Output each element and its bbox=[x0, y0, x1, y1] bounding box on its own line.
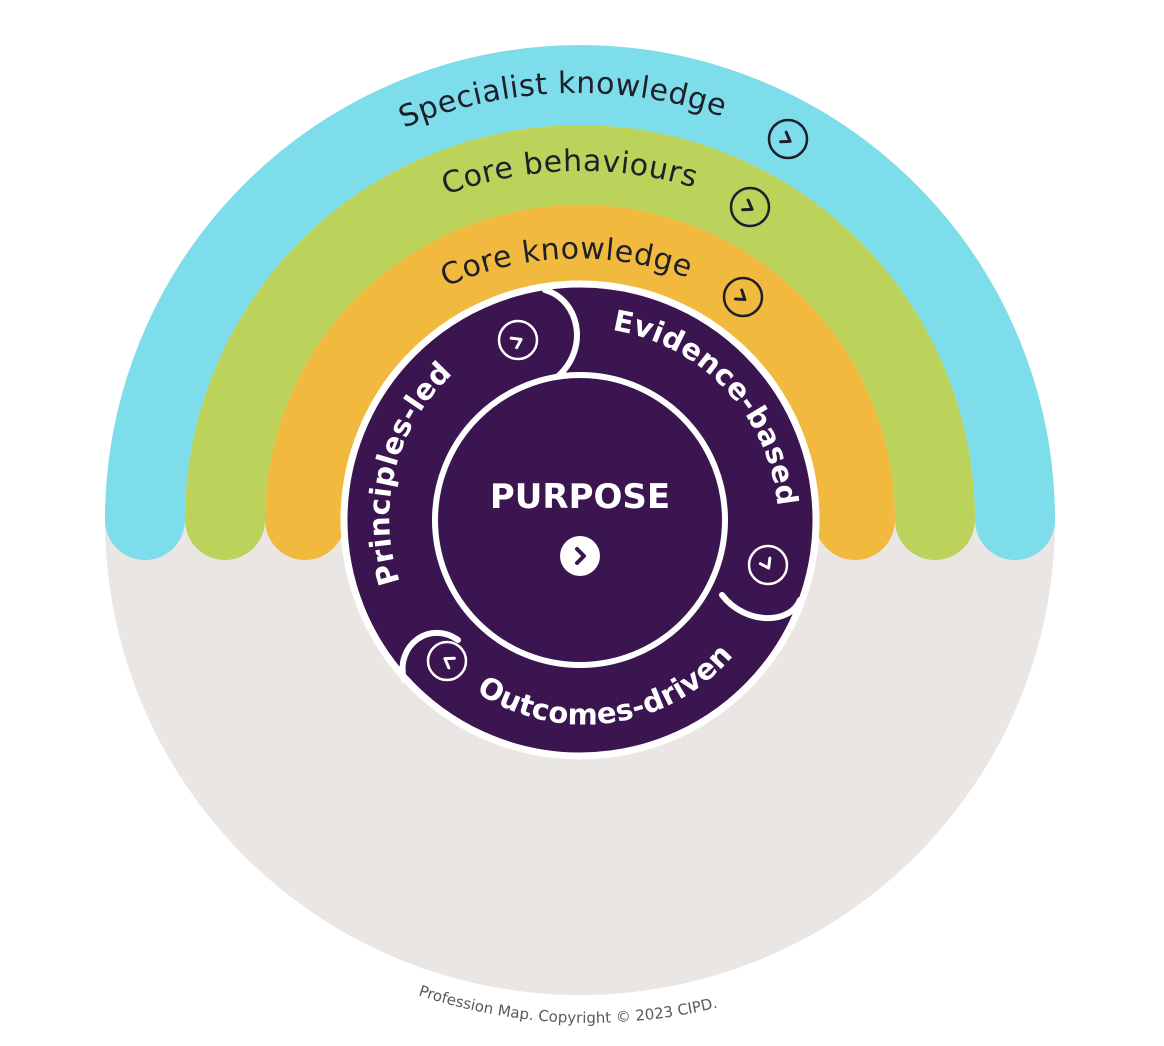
purpose-chevron-right-icon[interactable] bbox=[560, 536, 600, 576]
outcomes-driven-chevron-icon[interactable] bbox=[426, 640, 468, 682]
band-core-knowledge[interactable] bbox=[265, 205, 895, 560]
specialist-knowledge-chevron-icon[interactable] bbox=[767, 118, 809, 160]
band-coreknowledge-arc[interactable] bbox=[265, 205, 895, 560]
core-behaviours-chevron-icon[interactable] bbox=[729, 186, 771, 228]
ring-separators bbox=[399, 287, 803, 683]
band-specialist-arc[interactable] bbox=[105, 45, 1055, 560]
band-core-behaviours[interactable] bbox=[185, 125, 975, 560]
core-knowledge-chevron-icon[interactable] bbox=[722, 276, 764, 318]
principles-led-chevron-icon[interactable] bbox=[497, 319, 539, 361]
evidence-based-chevron-icon[interactable] bbox=[747, 544, 789, 586]
purpose-circle[interactable] bbox=[432, 372, 728, 668]
purpose-label[interactable]: PURPOSE bbox=[490, 477, 670, 517]
band-specialist-knowledge[interactable] bbox=[105, 45, 1055, 560]
band-behaviours-arc[interactable] bbox=[185, 125, 975, 560]
